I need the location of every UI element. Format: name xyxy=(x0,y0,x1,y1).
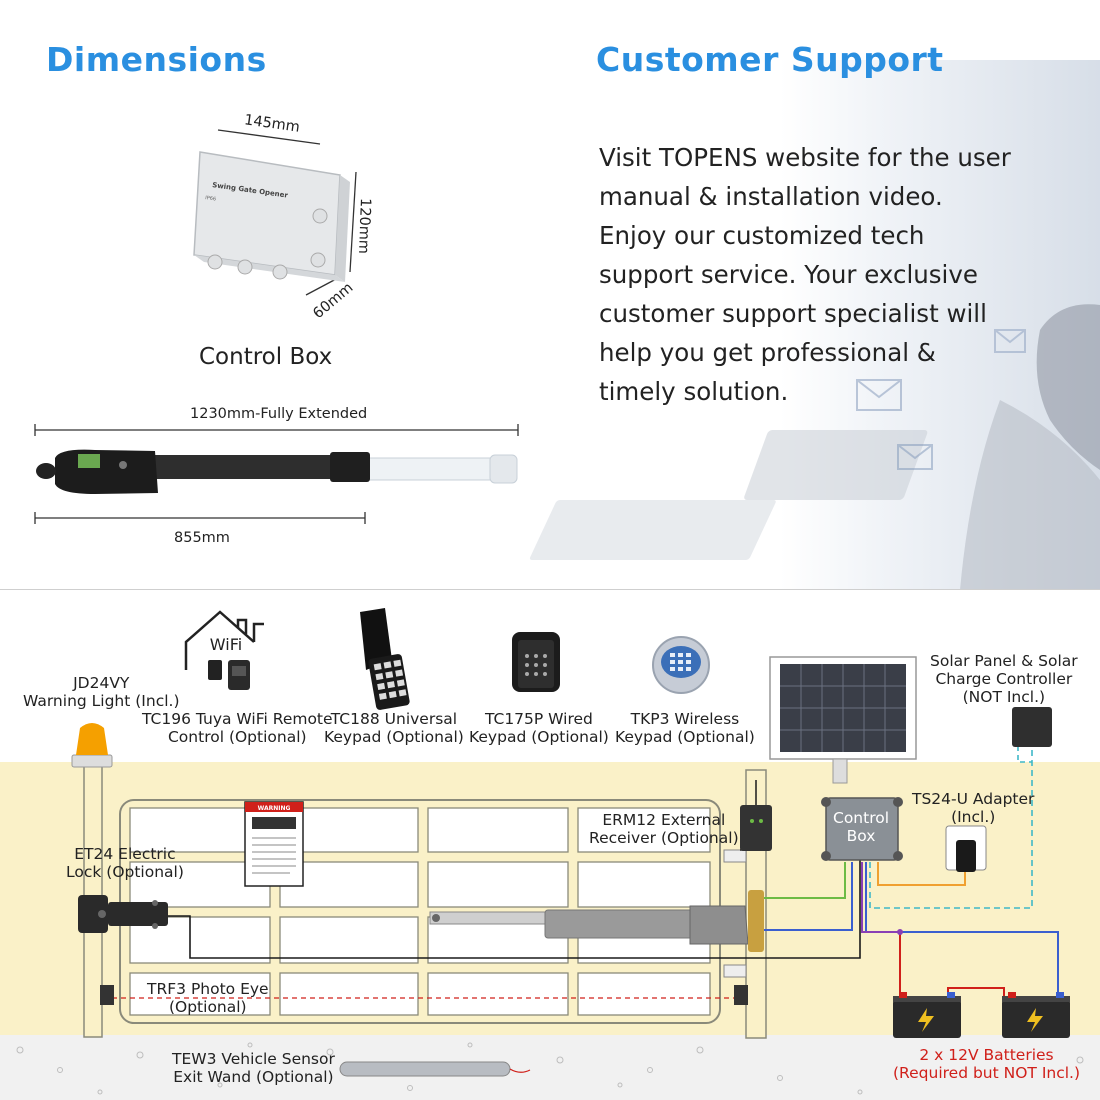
width-dimension-line xyxy=(217,129,321,145)
tew3-label: TEW3 Vehicle Sensor Exit Wand (Optional) xyxy=(172,1050,335,1086)
photo-eye-transmitter xyxy=(100,985,114,1005)
gate-actuator-motor xyxy=(689,905,749,945)
actuator-post-bracket xyxy=(748,890,764,952)
battery-right xyxy=(1002,992,1070,1038)
external-receiver xyxy=(740,805,772,851)
actuator-tube xyxy=(150,455,368,479)
hinge xyxy=(723,849,747,863)
battery-negative-wire xyxy=(865,862,1059,998)
envelope-icon xyxy=(856,379,902,411)
height-dimension-line xyxy=(349,171,357,273)
gate-actuator-rod xyxy=(429,911,551,925)
actuator-collar xyxy=(330,452,370,482)
support-line: support service. Your exclusive xyxy=(599,260,978,289)
actuator-screw xyxy=(119,461,127,469)
support-illustration xyxy=(529,304,1100,590)
wifi-text: WiFi xyxy=(210,635,242,654)
extended-length-label: 1230mm-Fully Extended xyxy=(190,406,368,422)
support-line: help you get professional & xyxy=(599,338,936,367)
tc188-label: TC188 Universal Keypad (Optional) xyxy=(324,710,464,746)
lock-wire xyxy=(168,860,861,959)
solar-dashed-wire xyxy=(869,742,1033,909)
solar-label: Solar Panel & Solar Charge Controller (N… xyxy=(930,652,1078,706)
tc188-keypad-icon xyxy=(360,608,410,710)
erm12-label: ERM12 External Receiver (Optional) xyxy=(589,811,739,847)
depth-dimension-line xyxy=(305,277,339,296)
tc196-label: TC196 Tuya WiFi Remote Control (Optional… xyxy=(142,710,333,746)
exit-wand xyxy=(339,1061,511,1077)
support-line: customer support specialist will xyxy=(599,299,987,328)
control-box-caption: Control Box xyxy=(199,344,333,370)
photo-eye-receiver xyxy=(734,985,748,1005)
ts24u-label: TS24-U Adapter (Incl.) xyxy=(912,790,1035,826)
warning-sign-header xyxy=(245,802,303,812)
warning-light-dome xyxy=(76,723,108,755)
dimensions-title: Dimensions xyxy=(46,40,267,79)
battery-left xyxy=(893,992,961,1038)
actuator-mount xyxy=(36,463,56,479)
warning-sign-text: WARNING xyxy=(258,805,291,812)
support-line: timely solution. xyxy=(599,377,789,406)
mounting-tab xyxy=(310,252,326,268)
support-line: Visit TOPENS website for the user xyxy=(599,143,1011,172)
batteries-label: 2 x 12V Batteries (Required but NOT Incl… xyxy=(893,1046,1081,1082)
retracted-length-label: 855mm xyxy=(174,530,230,546)
tkp3-keypad-icon xyxy=(652,636,710,694)
desk-papers xyxy=(744,430,928,500)
control-box-side xyxy=(335,175,350,282)
cable-gland xyxy=(272,264,288,280)
person-body xyxy=(960,400,1100,590)
green-wire xyxy=(764,862,846,899)
support-line: Enjoy our customized tech xyxy=(599,221,925,250)
keyboard xyxy=(529,500,776,560)
control-box-illustration: Swing Gate Opener IP66 xyxy=(193,129,357,296)
jd24vy-label: JD24VY Warning Light (Incl.) xyxy=(23,674,180,710)
cable-gland xyxy=(207,254,223,270)
mounting-tab xyxy=(312,208,328,224)
actuator-label-sticker xyxy=(78,454,100,468)
warning-light-base xyxy=(71,754,113,768)
envelope-icon xyxy=(897,444,933,470)
et24-label: ET24 Electric Lock (Optional) xyxy=(66,845,184,881)
adapter-wire xyxy=(877,862,966,886)
trf3-label: TRF3 Photo Eye (Optional) xyxy=(147,980,269,1016)
rod-end-ghost xyxy=(489,454,518,484)
tc175p-keypad-icon xyxy=(512,632,560,692)
ts24u-adapter-plug xyxy=(956,840,976,872)
electric-lock-bracket xyxy=(108,902,168,926)
support-description: Visit TOPENS website for the user manual… xyxy=(599,138,1029,411)
battery-purple-wire xyxy=(861,862,900,933)
gravel-texture xyxy=(16,1042,1084,1095)
tc175p-label: TC175P Wired Keypad (Optional) xyxy=(469,710,609,746)
diagram-control-box xyxy=(825,797,899,861)
envelope-icon xyxy=(994,329,1026,353)
person-silhouette xyxy=(1036,304,1100,470)
actuator-illustration xyxy=(34,424,519,524)
box-rating-label: IP66 xyxy=(205,195,217,202)
solar-panel-pole xyxy=(832,758,848,784)
electric-lock-body xyxy=(78,895,108,933)
gate-actuator-tube xyxy=(544,909,696,939)
control-box-bottom xyxy=(194,255,345,282)
hinge xyxy=(723,964,747,978)
customer-support-title: Customer Support xyxy=(596,40,944,79)
section-divider xyxy=(0,589,1100,590)
tkp3-label: TKP3 Wireless Keypad (Optional) xyxy=(615,710,755,746)
ground-gravel xyxy=(0,1035,1100,1100)
wifi-house-icon: WiFi xyxy=(184,610,264,670)
blue-wire xyxy=(764,862,853,931)
support-line: manual & installation video. xyxy=(599,182,943,211)
warning-sign xyxy=(244,801,304,887)
tc196-plug xyxy=(208,660,222,680)
charge-controller xyxy=(1012,707,1052,747)
control-box-diagram-label: Control Box xyxy=(833,809,890,845)
cable-gland xyxy=(237,259,253,275)
